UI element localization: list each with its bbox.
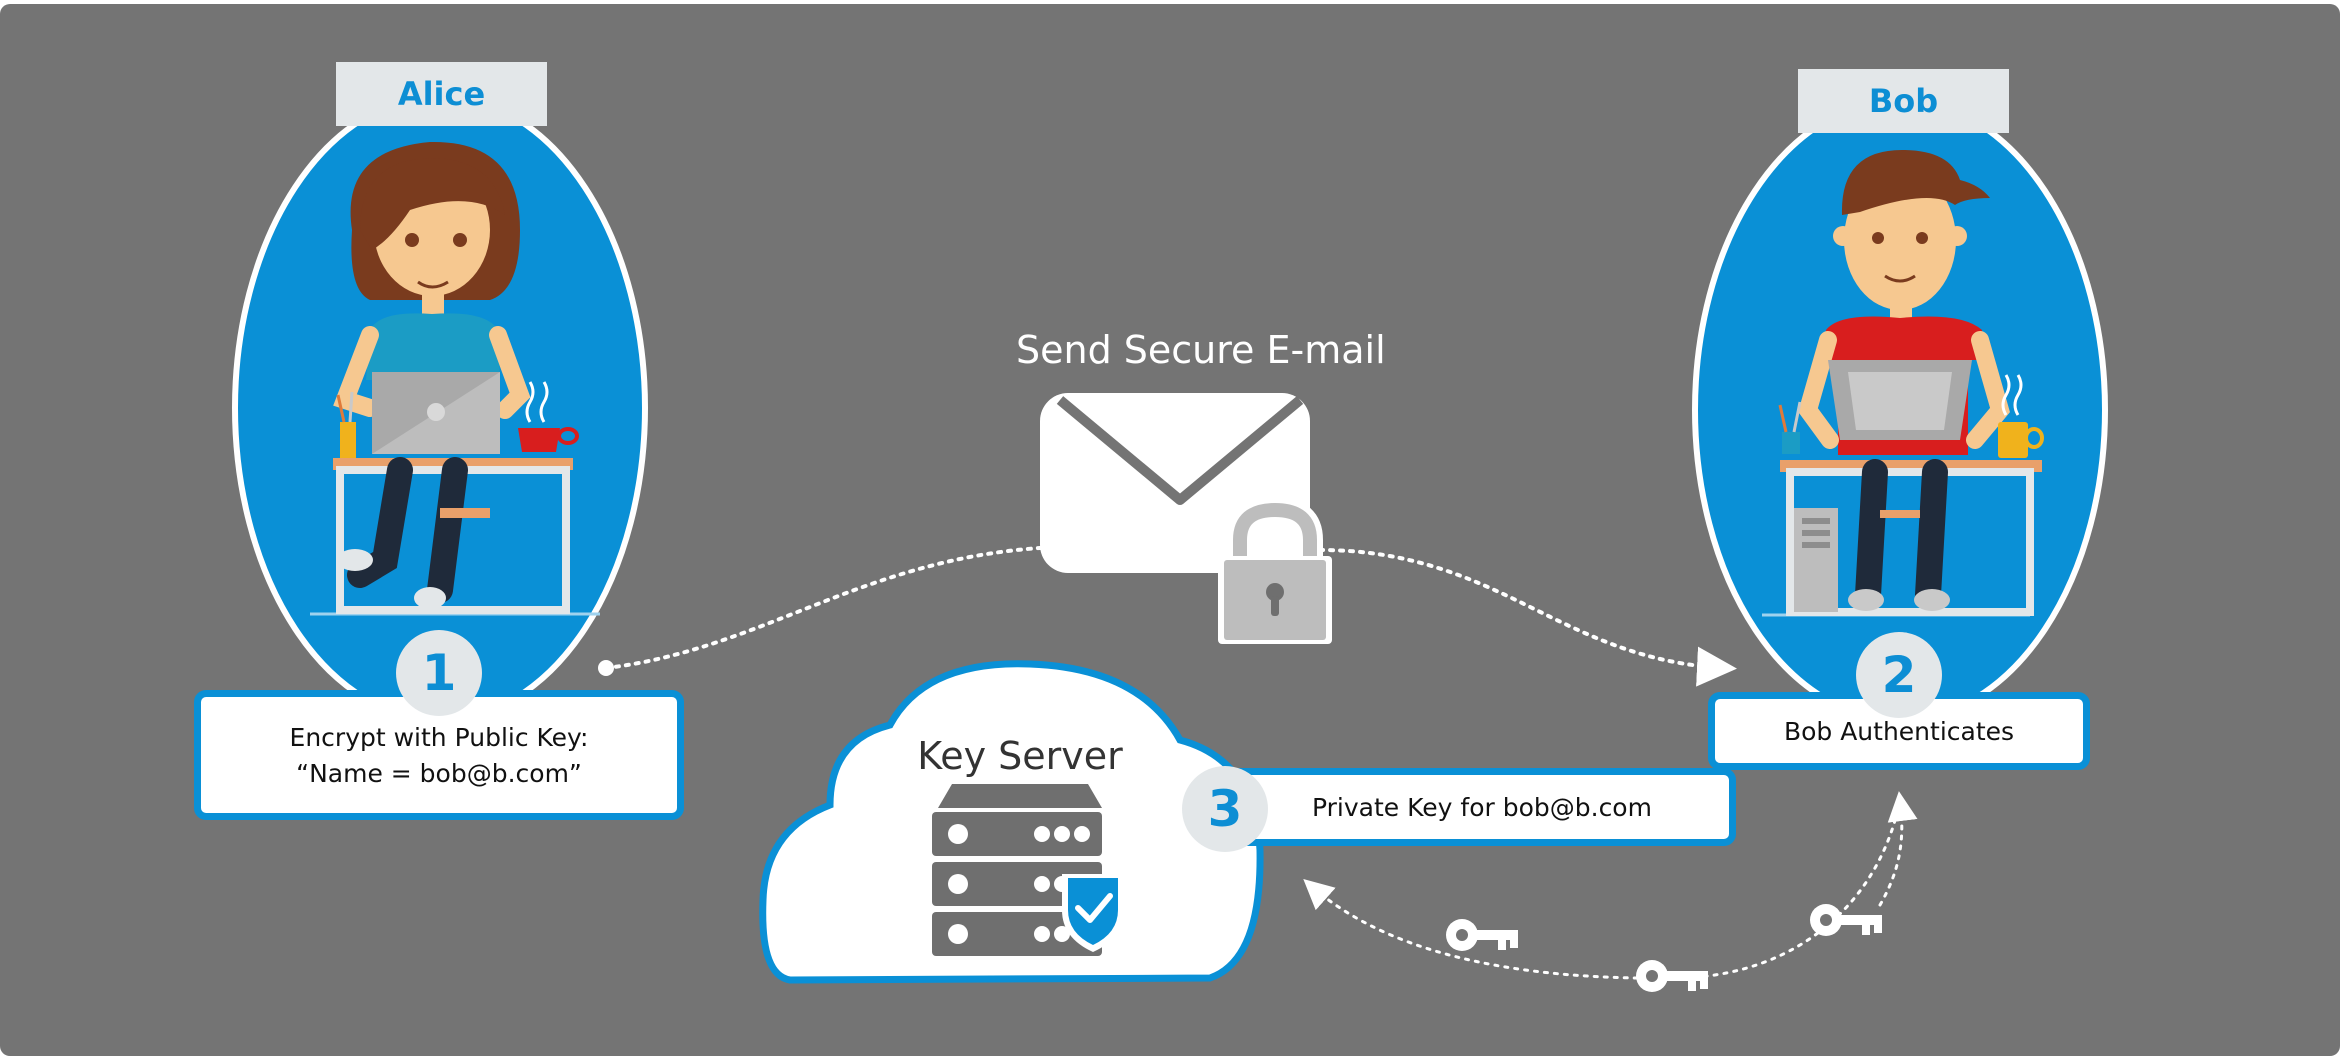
flow-arrows [604,546,1918,980]
computer-tower-icon [1794,508,1838,612]
server-icon [932,784,1102,956]
alice-name-tag: Alice [336,62,547,126]
step-2-label: Bob Authenticates [1783,716,2015,746]
step-3-label: Private Key for bob@b.com [1312,792,1652,822]
alice-coffee-cup-icon [518,381,579,452]
padlock-icon [1218,496,1332,644]
shield-check-icon [1062,874,1124,952]
step-1-number: 1 [396,630,482,716]
step-2-number: 2 [1856,632,1942,718]
bob-name-tag: Bob [1798,69,2009,133]
arrow-alice-to-envelope [604,546,1042,670]
key-icon [1446,904,1882,992]
envelope-icon [1040,393,1310,573]
step-3-box: Private Key for bob@b.com [1228,768,1736,846]
bob-laptop-icon [1828,360,1972,440]
diagram-title: Send Secure E-mail [1016,328,1386,372]
alice-laptop-icon [372,372,500,454]
step-3-number: 3 [1182,766,1268,852]
arrow-key-return [1303,798,1902,980]
bob-figure [1692,97,2108,723]
alice-figure [232,93,648,723]
step-1-line-1: Encrypt with Public Key: [289,722,589,752]
arrow-key-to-bob [1878,791,1918,907]
bob-coffee-cup-icon [1998,374,2044,458]
step-1-line-2: “Name = bob@b.com” [296,758,582,788]
arrow-envelope-to-bob [1318,548,1737,687]
key-server-label: Key Server [917,734,1123,778]
